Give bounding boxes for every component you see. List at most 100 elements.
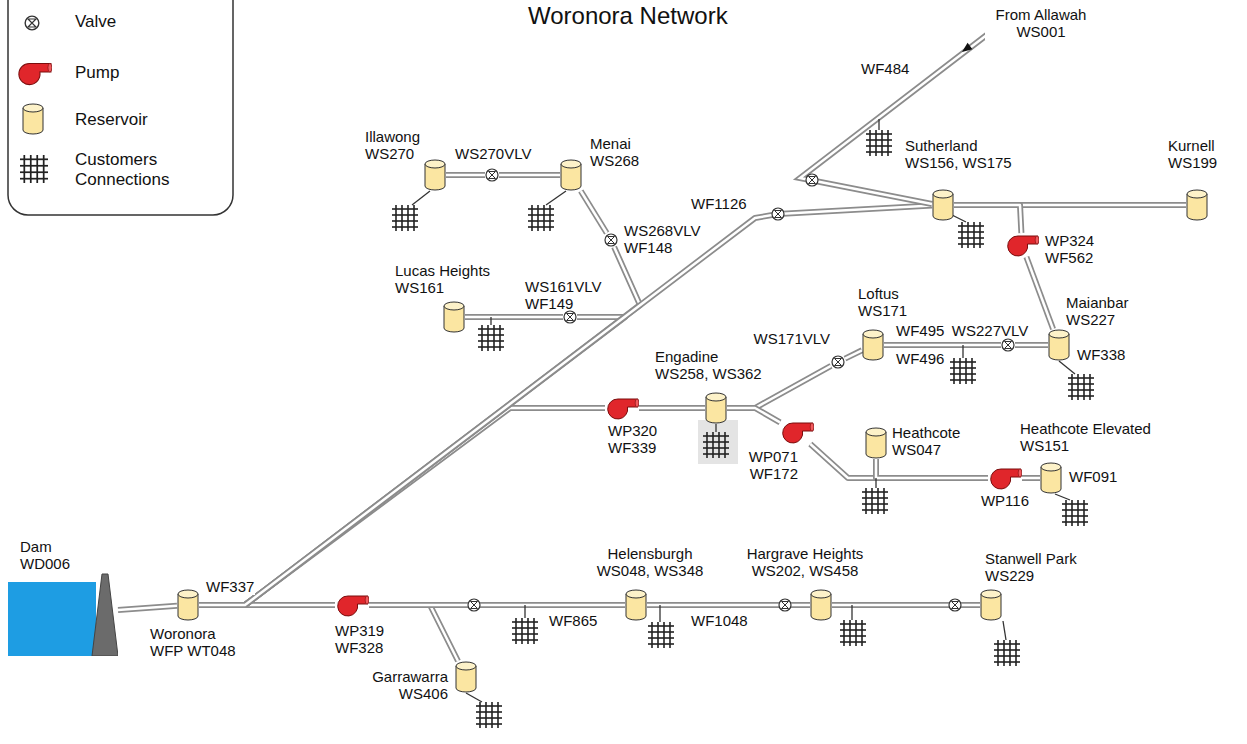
diagram-title: Woronora Network <box>528 2 728 30</box>
node-label-group: Heathcote ElevatedWS151 <box>1020 420 1151 454</box>
drawn-shape <box>703 432 729 458</box>
reservoir-node: IllawongWS270 <box>424 159 446 191</box>
drawn-shape <box>1055 494 1070 500</box>
valve-icon <box>831 355 845 369</box>
drawn-shape <box>933 190 953 198</box>
drawn-shape <box>783 423 813 443</box>
node-code: WS047 <box>892 441 960 458</box>
drawn-shape <box>962 345 963 358</box>
drawn-shape <box>862 488 888 514</box>
drawn-shape <box>811 590 831 598</box>
legend-valve <box>25 16 39 30</box>
node-name: WS227VLV <box>952 322 1028 339</box>
pipe-outer <box>199 317 625 605</box>
node-label-group: HeathcoteWS047 <box>892 424 960 458</box>
drawn-shape <box>875 478 876 488</box>
drawn-shape <box>478 325 504 351</box>
drawn-shape <box>567 314 574 321</box>
reservoir-icon <box>1186 189 1208 221</box>
node-name: Illawong <box>365 128 420 145</box>
node-code: WF328 <box>335 639 384 656</box>
drawn-shape <box>486 169 498 181</box>
node-name: WS268VLV <box>624 222 700 239</box>
pipe-outer <box>369 602 625 608</box>
unlabelled-valves <box>468 174 961 611</box>
reservoir-icon <box>455 661 477 693</box>
dam-node: DamWD006 <box>8 572 118 656</box>
pump-node: WP324WF562 <box>1005 233 1039 257</box>
node-name: Heathcote Elevated <box>1020 420 1151 437</box>
drawn-shape <box>338 596 368 616</box>
node-code: WF562 <box>1045 249 1094 266</box>
pipe-outer <box>118 606 177 610</box>
drawn-shape <box>605 234 617 246</box>
pipe-connector <box>581 191 607 233</box>
node-label-group: MenaiWS268 <box>590 135 639 169</box>
node-name: Maianbar <box>1066 294 1129 311</box>
node-code: WS406 <box>372 685 448 702</box>
pipe-label: WF091 <box>1068 468 1118 485</box>
node-code: WS161 <box>395 279 490 296</box>
drawn-shape <box>991 469 1021 489</box>
node-label-group: WS227VLV <box>952 322 1028 339</box>
node-name: Lucas Heights <box>395 262 490 279</box>
pipe-inner <box>954 205 1021 233</box>
pipe-label: WF1126 <box>690 195 748 212</box>
valve-node: WS227VLV <box>1001 338 1015 352</box>
pipe-inner <box>884 344 1001 347</box>
node-name: Loftus <box>858 285 907 302</box>
drawn-shape <box>994 640 1020 666</box>
node-label-group: Hargrave HeightsWS202, WS458 <box>747 545 864 579</box>
node-code: WS171 <box>858 302 907 319</box>
valve-icon <box>604 233 618 247</box>
pump-icon <box>335 593 369 617</box>
node-label-group: WP071WF172 <box>749 448 798 482</box>
pipe-inner <box>876 459 988 478</box>
pump-icon <box>780 420 814 444</box>
drawn-shape <box>456 662 476 670</box>
node-label-group: SutherlandWS156, WS175 <box>905 137 1012 171</box>
pipe-outer <box>465 314 563 320</box>
drawn-shape <box>412 191 430 205</box>
drawn-shape <box>866 130 892 156</box>
reservoir-node: Hargrave HeightsWS202, WS458 <box>810 589 832 621</box>
node-name: Stanwell Park <box>985 550 1077 567</box>
node-code: WF339 <box>608 439 657 456</box>
drawn-shape <box>949 599 961 611</box>
pipe-inner <box>465 316 563 319</box>
pipe-outer <box>446 172 485 178</box>
node-label-group: WoronoraWFP WT048 <box>150 625 236 659</box>
node-code: WS270 <box>365 145 420 162</box>
drawn-shape <box>800 34 988 204</box>
pump-icon <box>988 466 1022 490</box>
pipe-connector <box>199 247 640 605</box>
pipe-connector <box>876 459 988 478</box>
node-name: WS171VLV <box>754 330 830 347</box>
drawn-shape <box>444 302 464 310</box>
pipe-inner <box>199 247 640 605</box>
pipe-outer <box>1026 257 1053 329</box>
drawn-shape <box>1187 190 1207 198</box>
node-name: WP320 <box>608 422 657 439</box>
pipe-connector <box>845 350 862 358</box>
pipe-connector <box>199 206 932 605</box>
node-name: Garrawarra <box>372 668 448 685</box>
node-name: WS161VLV <box>525 278 601 295</box>
drawn-shape <box>635 399 639 407</box>
drawn-shape <box>92 574 118 656</box>
dam-icon <box>8 572 118 656</box>
node-code: WF172 <box>749 465 798 482</box>
node-label-group: MaianbarWS227 <box>1066 294 1129 328</box>
node-name: Heathcote <box>892 424 960 441</box>
pump-node: WP320WF339 <box>605 396 639 420</box>
node-code: WF148 <box>624 239 700 256</box>
drawn-shape <box>524 605 525 618</box>
pump-node: WP071WF172 <box>780 420 814 444</box>
node-label-group: GarrawarraWS406 <box>372 668 448 702</box>
node-label-group: WS268VLVWF148 <box>624 222 700 256</box>
pipe-inner <box>199 408 605 605</box>
node-code: WS202, WS458 <box>747 562 864 579</box>
reservoir-node: Stanwell ParkWS229 <box>980 589 1002 621</box>
drawn-shape <box>779 599 791 611</box>
node-code: WF149 <box>525 295 601 312</box>
